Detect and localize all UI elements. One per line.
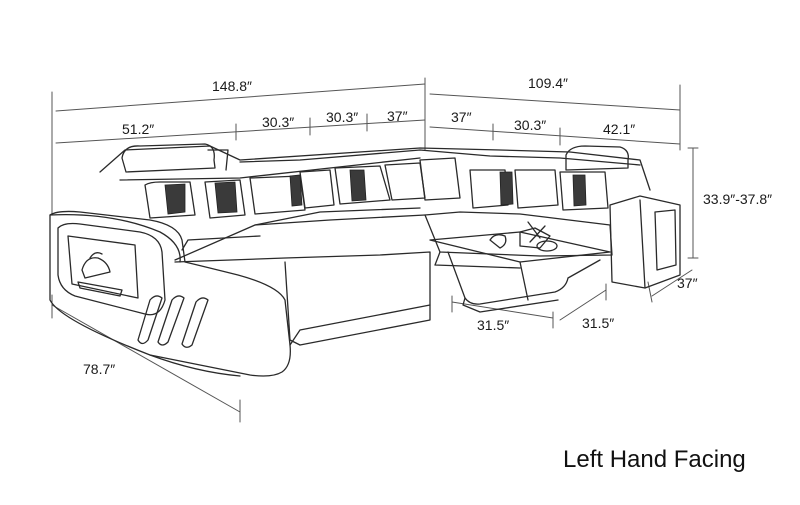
coffee-table bbox=[429, 221, 611, 313]
dim-line-chaise-length bbox=[51, 304, 241, 413]
dim-line-right-width bbox=[429, 93, 681, 111]
led-slot-3 bbox=[181, 297, 209, 348]
right-arm bbox=[609, 195, 681, 289]
dim-height: 33.9″-37.8″ bbox=[703, 191, 773, 207]
dim-total-width: 148.8″ bbox=[212, 78, 252, 94]
dim-chaise-length: 78.7″ bbox=[83, 361, 116, 377]
dim-line-segments-left bbox=[55, 119, 426, 144]
dim-line-total-width bbox=[55, 83, 426, 112]
dim-seg-e: 37″ bbox=[451, 109, 472, 125]
led-slot-1 bbox=[137, 295, 163, 345]
dim-seg-b: 30.3″ bbox=[262, 114, 295, 130]
dim-right-width: 109.4″ bbox=[528, 75, 568, 91]
chaise bbox=[174, 251, 431, 346]
dim-line-table-width bbox=[451, 301, 554, 319]
dim-line-table-depth bbox=[559, 289, 607, 321]
dimension-lines bbox=[51, 77, 699, 423]
dim-line-depth-right bbox=[651, 269, 693, 297]
dim-table-width: 31.5″ bbox=[477, 317, 510, 333]
dim-line-segments-right bbox=[429, 126, 681, 145]
right-headrest bbox=[565, 145, 629, 171]
dim-seg-f: 30.3″ bbox=[514, 117, 547, 133]
dim-depth-right: 37″ bbox=[677, 275, 698, 291]
dim-seg-d: 37″ bbox=[387, 108, 408, 124]
dim-seg-a: 51.2″ bbox=[122, 121, 155, 137]
dim-seg-g: 42.1″ bbox=[603, 121, 636, 137]
dim-seg-c: 30.3″ bbox=[326, 109, 359, 125]
left-headrest bbox=[121, 143, 216, 173]
sofa-sketch bbox=[49, 143, 681, 377]
orientation-caption: Left Hand Facing bbox=[563, 446, 746, 473]
led-slot-2 bbox=[157, 295, 185, 346]
dim-table-depth: 31.5″ bbox=[582, 315, 615, 331]
